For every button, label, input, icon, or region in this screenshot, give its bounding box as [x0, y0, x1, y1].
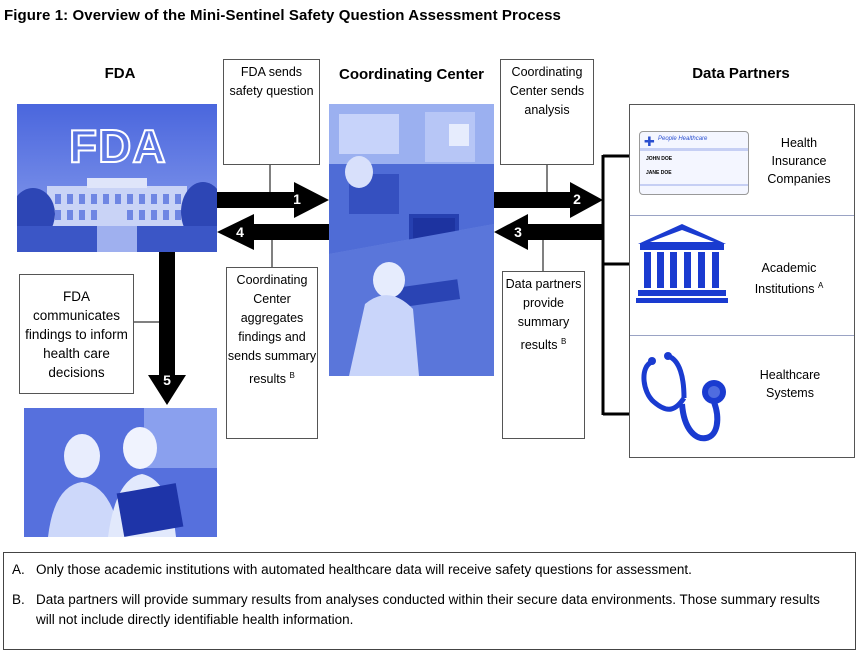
note-b-text: Data partners will provide summary resul… [36, 592, 820, 627]
note-b: B. Data partners will provide summary res… [12, 590, 837, 630]
arrow-2 [494, 182, 603, 218]
card-member: JOHN DOE [646, 156, 673, 162]
partner-label-healthcare: Healthcare Systems [759, 368, 821, 400]
arrow-1 [217, 182, 329, 218]
step-4-text: Coordinating Center aggregates findings … [227, 273, 317, 387]
doctors-photo [24, 408, 217, 537]
card-dependent: JANE DOE [646, 170, 672, 176]
footnotes: A. Only those academic institutions with … [3, 552, 856, 650]
insurance-card-icon: ✚ People Healthcare JOHN DOE JANE DOE [639, 131, 749, 195]
step-number-2: 2 [573, 191, 581, 207]
step-1-box: FDA sends safety question [223, 59, 320, 165]
note-b-letter: B. [12, 592, 25, 607]
coordinating-center-photo [329, 104, 494, 376]
partner-bracket [601, 154, 629, 416]
figure-title: Figure 1: Overview of the Mini-Sentinel … [4, 7, 562, 24]
partner-row-insurance: ✚ People Healthcare JOHN DOE JANE DOE He… [630, 105, 854, 216]
partner-label-academic: Academic Institutions A [734, 259, 844, 298]
step-number-3: 3 [514, 224, 522, 240]
arrow-4 [217, 214, 329, 250]
step-4-note-ref: B [289, 371, 295, 380]
note-a-text: Only those academic institutions with au… [36, 562, 692, 577]
step-5-box: FDA communicates findings to inform heal… [19, 274, 134, 394]
step-3-box: Data partners provide summary results B [502, 271, 585, 439]
step-number-1: 1 [293, 191, 301, 207]
step-number-5: 5 [163, 372, 171, 388]
data-partners-panel: ✚ People Healthcare JOHN DOE JANE DOE He… [629, 104, 855, 458]
academic-note-ref: A [817, 281, 824, 290]
partner-label-insurance: Health Insurance Companies [767, 136, 831, 186]
fda-logo: FDA [69, 120, 167, 172]
arrow-3 [494, 214, 603, 250]
step-4-box: Coordinating Center aggregates findings … [226, 267, 318, 439]
fda-building-photo: FDA [17, 104, 217, 252]
step-number-4: 4 [236, 224, 244, 240]
note-a-letter: A. [12, 562, 25, 577]
partner-row-academic: Academic Institutions A [630, 216, 854, 336]
data-partners-heading: Data Partners [692, 65, 790, 82]
partner-label-academic-text: Academic Institutions [754, 261, 817, 297]
step-3-note-ref: B [560, 337, 567, 346]
academic-building-icon [636, 224, 728, 303]
arrow-5 [148, 252, 186, 405]
partner-row-healthcare: Healthcare Systems [630, 336, 854, 457]
card-brand: People Healthcare [658, 136, 708, 142]
note-a: A. Only those academic institutions with … [12, 560, 692, 580]
step-2-box: Coordinating Center sends analysis [500, 59, 594, 165]
coordinating-center-heading: Coordinating Center [339, 66, 484, 83]
fda-heading: FDA [104, 65, 136, 82]
stethoscope-icon [641, 352, 726, 442]
step-3-text: Data partners provide summary results [505, 277, 582, 353]
